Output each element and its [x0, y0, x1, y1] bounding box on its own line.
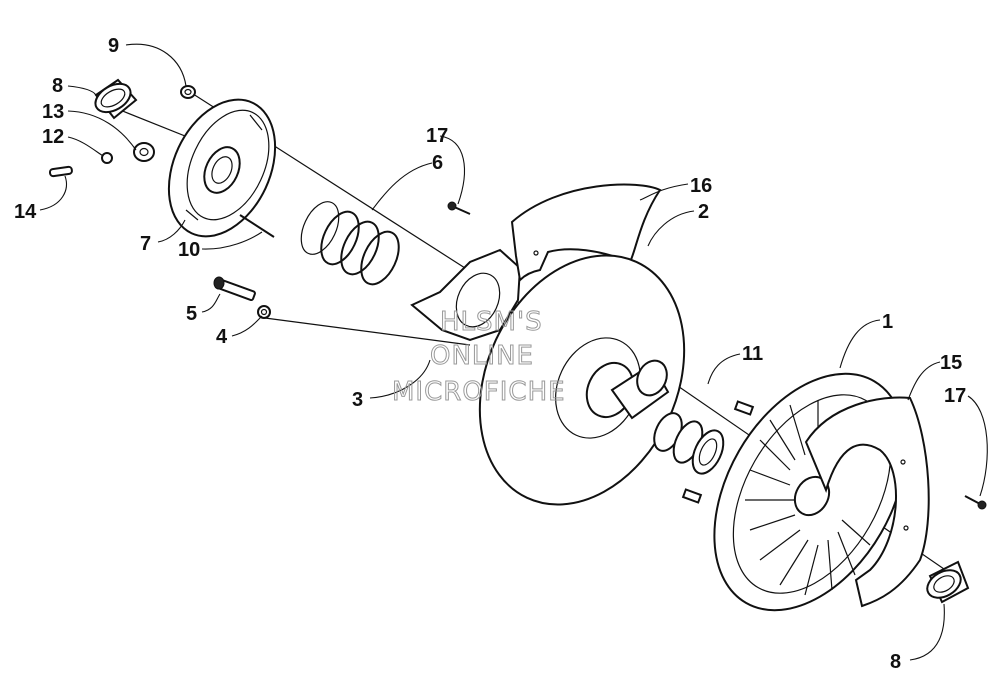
part-cam-3 [410, 248, 522, 342]
watermark-line-2: ONLINE [430, 341, 534, 371]
callout-13: 13 [42, 101, 64, 123]
callout-14: 14 [14, 201, 37, 223]
watermark-line-3: MICROFICHE [392, 377, 566, 407]
callout-2: 2 [698, 201, 709, 223]
part-pin-10 [239, 214, 275, 238]
callout-7: 7 [140, 233, 151, 255]
callout-5: 5 [186, 303, 197, 325]
leader-lines [39, 43, 988, 661]
callout-labels: 9 8 13 12 14 7 10 5 4 17 6 16 2 3 11 1 1… [14, 35, 966, 673]
part-spacers-11 [653, 412, 725, 475]
callout-16: 16 [690, 175, 712, 197]
part-washer-4 [257, 305, 271, 319]
part-spring-6 [300, 201, 400, 286]
callout-11: 11 [742, 343, 763, 365]
callout-1: 1 [882, 311, 893, 333]
callout-3: 3 [352, 389, 363, 411]
watermark: HLSM'S ONLINE MICROFICHE [392, 307, 566, 408]
callout-9: 9 [108, 35, 119, 57]
callout-8-bottom: 8 [890, 651, 901, 673]
part-washer-12 [101, 152, 113, 164]
callout-8-top: 8 [52, 75, 63, 97]
callout-6: 6 [432, 152, 443, 174]
callout-10: 10 [178, 239, 200, 261]
callout-4: 4 [216, 326, 228, 348]
part-cover-7 [167, 98, 277, 238]
part-sheave-2 [478, 254, 686, 506]
part-bolt-5 [213, 276, 256, 302]
part-roller-13 [133, 142, 155, 162]
callout-17-top: 17 [426, 125, 448, 147]
callout-12: 12 [42, 126, 64, 148]
callout-15: 15 [940, 352, 962, 374]
part-bushing-8-top [94, 78, 138, 120]
part-screw-17-bottom [964, 495, 987, 510]
watermark-line-1: HLSM'S [440, 307, 543, 337]
part-guard-15 [804, 396, 930, 608]
part-screw-17-top [447, 201, 471, 215]
part-nut-9 [180, 85, 196, 99]
callout-17-bottom: 17 [944, 385, 966, 407]
part-pin-14 [48, 165, 73, 178]
part-bushing-8-bottom [926, 560, 970, 604]
